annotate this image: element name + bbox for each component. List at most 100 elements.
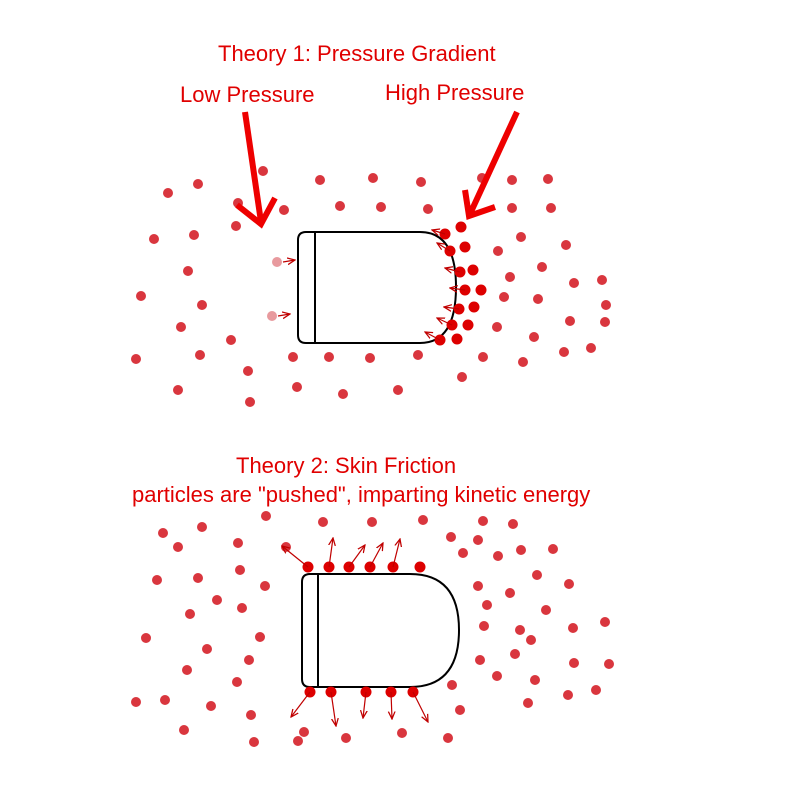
particle — [244, 655, 254, 665]
push-arrow — [363, 691, 366, 718]
particle — [458, 548, 468, 558]
particle — [533, 294, 543, 304]
particle — [365, 353, 375, 363]
particle — [563, 690, 573, 700]
low-pressure-particle — [267, 311, 277, 321]
particle — [493, 246, 503, 256]
particle — [185, 609, 195, 619]
particle — [586, 343, 596, 353]
particle — [559, 347, 569, 357]
particle — [510, 649, 520, 659]
theory2-projectile-body — [301, 573, 461, 688]
particle — [261, 511, 271, 521]
push-arrow — [432, 230, 446, 234]
particle — [473, 581, 483, 591]
push-arrow — [437, 318, 453, 326]
particle — [341, 733, 351, 743]
projectile-outline — [297, 231, 458, 344]
particle — [158, 528, 168, 538]
particle — [233, 538, 243, 548]
particle — [541, 605, 551, 615]
high-pressure-arrow-head — [462, 189, 496, 221]
particle — [473, 535, 483, 545]
particle — [492, 322, 502, 332]
particle — [226, 335, 236, 345]
particle — [479, 621, 489, 631]
particle — [193, 179, 203, 189]
particle — [600, 617, 610, 627]
particle — [597, 275, 607, 285]
particle — [447, 680, 457, 690]
particle — [255, 632, 265, 642]
particle — [189, 230, 199, 240]
particle — [141, 633, 151, 643]
particle — [537, 262, 547, 272]
particle — [245, 397, 255, 407]
push-arrow — [282, 546, 309, 568]
particle — [246, 710, 256, 720]
particle — [202, 644, 212, 654]
particle — [492, 671, 502, 681]
low-pressure-particle — [272, 257, 282, 267]
particle — [376, 202, 386, 212]
particle — [206, 701, 216, 711]
theory1-particle-field — [131, 166, 611, 407]
particle — [516, 545, 526, 555]
particle — [515, 625, 525, 635]
particle — [529, 332, 539, 342]
theory2-particle-field — [131, 511, 614, 747]
particle — [546, 203, 556, 213]
particle — [335, 201, 345, 211]
particle — [299, 727, 309, 737]
push-arrow — [391, 691, 392, 719]
particle — [182, 665, 192, 675]
particle — [173, 542, 183, 552]
push-arrow — [330, 691, 336, 726]
particle — [478, 516, 488, 526]
pull-arrow — [282, 260, 295, 262]
particle — [499, 292, 509, 302]
particle — [455, 705, 465, 715]
push-arrow — [412, 691, 428, 722]
low-pressure-label: Low Pressure — [180, 82, 315, 107]
particle — [292, 382, 302, 392]
theory1-pointer-arrows — [235, 110, 520, 229]
push-arrow — [425, 332, 441, 341]
particle — [478, 352, 488, 362]
particle — [131, 354, 141, 364]
particle — [324, 352, 334, 362]
theory2-title: Theory 2: Skin Friction — [236, 453, 457, 478]
particle — [149, 234, 159, 244]
particle — [243, 366, 253, 376]
high-pressure-particle — [455, 221, 467, 233]
theory1-high-pressure-particles — [425, 221, 487, 346]
particle — [173, 385, 183, 395]
particle — [212, 595, 222, 605]
particle — [516, 232, 526, 242]
particle — [548, 544, 558, 554]
particle — [482, 600, 492, 610]
pushed-particle — [414, 561, 426, 573]
particle — [523, 698, 533, 708]
particle — [565, 316, 575, 326]
particle — [237, 603, 247, 613]
particle — [418, 515, 428, 525]
particle — [176, 322, 186, 332]
push-arrow — [437, 243, 451, 252]
particle — [279, 205, 289, 215]
push-arrow — [348, 545, 365, 568]
particle — [249, 737, 259, 747]
particle — [505, 588, 515, 598]
particle — [318, 517, 328, 527]
push-arrow — [450, 288, 466, 290]
particle — [475, 655, 485, 665]
theory2-subtitle: particles are "pushed", imparting kineti… — [132, 482, 591, 507]
particle — [604, 659, 614, 669]
high-pressure-particle — [462, 319, 474, 331]
particle — [507, 203, 517, 213]
particle — [518, 357, 528, 367]
low-pressure-arrow-shaft — [242, 111, 264, 223]
push-arrow — [291, 691, 311, 717]
particle — [397, 728, 407, 738]
particle — [258, 166, 268, 176]
